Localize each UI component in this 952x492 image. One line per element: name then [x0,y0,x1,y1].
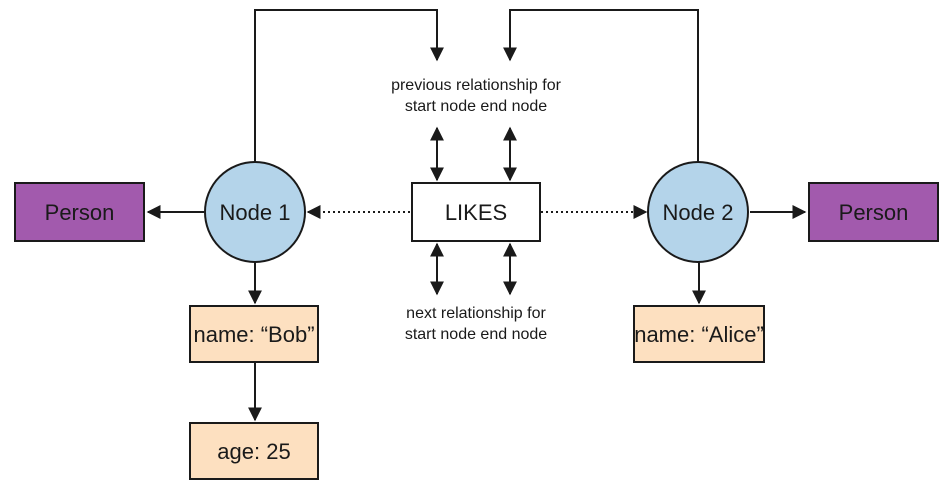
property-bob-name: name: “Bob” [189,305,319,363]
annotation-previous-line2: start node end node [405,98,547,115]
connectors [146,9,807,422]
property-bob-age-text: age: 25 [217,439,290,464]
relationship-likes-label: LIKES [445,200,507,225]
annotation-next: next relationship for start node end nod… [405,305,547,343]
relationship-likes: LIKES [411,182,541,242]
annotation-previous: previous relationship for start node end… [391,77,562,115]
annotation-next-line1: next relationship for [406,305,546,322]
node-1-label: Node 1 [220,200,291,225]
node-1: Node 1 [204,161,306,263]
label-person-left-text: Person [45,200,115,225]
label-person-right: Person [808,182,939,242]
edge-node2-to-previous [503,9,699,162]
property-bob-name-text: name: “Bob” [193,322,314,347]
label-person-left: Person [14,182,145,242]
property-alice-name: name: “Alice” [633,305,765,363]
edge-node1-to-previous [254,9,444,162]
label-person-right-text: Person [839,200,909,225]
annotation-next-line2: start node end node [405,326,547,343]
annotation-previous-line1: previous relationship for [391,77,562,94]
node-2-label: Node 2 [663,200,734,225]
property-bob-age: age: 25 [189,422,319,480]
property-alice-name-text: name: “Alice” [634,322,764,347]
node-2: Node 2 [647,161,749,263]
